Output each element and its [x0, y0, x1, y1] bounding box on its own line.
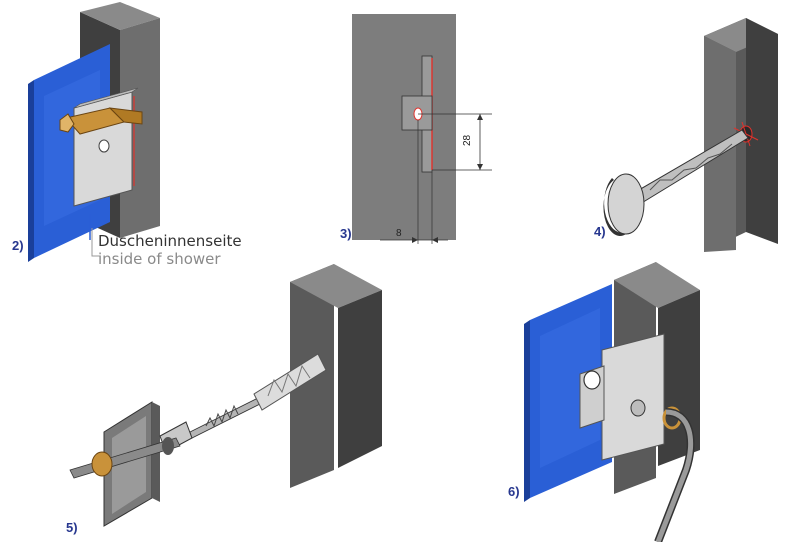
step-6-illustration [524, 262, 700, 542]
step-3-label: 3) [340, 226, 352, 241]
step-5-illustration [69, 264, 382, 527]
step-4-label: 4) [594, 224, 606, 239]
step-3-drawing [352, 14, 492, 244]
step-2-illustration [28, 2, 160, 262]
dimension-offset-label: 8 [396, 228, 402, 239]
step-2-label: 2) [12, 238, 24, 253]
step-5-label: 5) [66, 520, 78, 535]
dimension-height-label: 28 [462, 134, 473, 146]
step-4-illustration [603, 18, 778, 252]
step-6-label: 6) [508, 484, 520, 499]
inside-shower-caption: Duscheninnenseite inside of shower [91, 228, 242, 268]
caption-german: Duscheninnenseite [98, 232, 242, 250]
caption-english: inside of shower [98, 250, 221, 268]
